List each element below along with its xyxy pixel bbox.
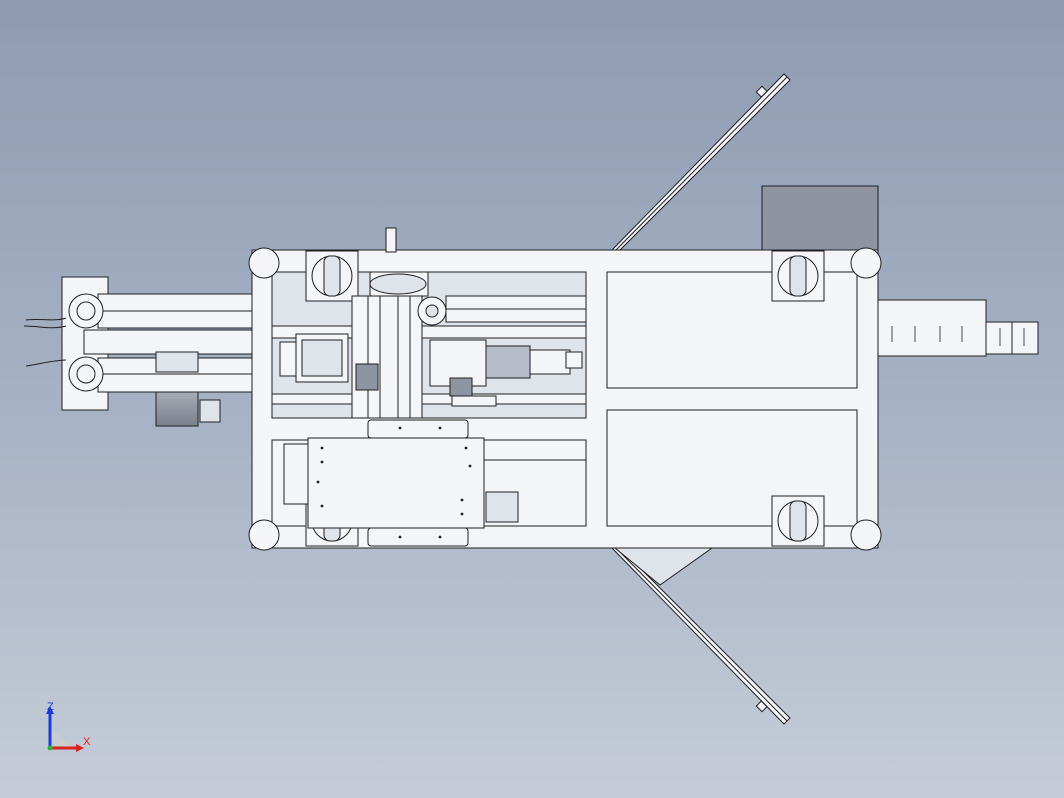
z-axis-label: Z bbox=[47, 701, 54, 713]
diagonal-rail-lower bbox=[608, 545, 791, 725]
corner-pad-br bbox=[850, 519, 882, 551]
corner-pad-tl bbox=[248, 247, 280, 279]
bolt-holes bbox=[316, 426, 472, 539]
origin-dot-icon bbox=[47, 745, 53, 751]
caster-wheel-tr bbox=[771, 250, 825, 302]
cylinder-actuator bbox=[429, 339, 583, 407]
caster-wheel-br bbox=[771, 495, 825, 547]
linear-slide-assembly bbox=[271, 227, 587, 419]
triad-origin-plane bbox=[50, 726, 72, 748]
corner-pad-bl bbox=[248, 519, 280, 551]
motor-housing-box bbox=[761, 185, 879, 251]
output-chute bbox=[877, 299, 1039, 357]
corner-pad-tr bbox=[850, 247, 882, 279]
mounting-plate-center bbox=[283, 419, 485, 547]
bracket-lower-right bbox=[483, 459, 587, 527]
x-axis-label: X bbox=[83, 736, 91, 748]
pulley-roller bbox=[417, 295, 587, 326]
x-arrow-icon bbox=[76, 744, 84, 752]
motor-block-left bbox=[279, 333, 379, 391]
caster-wheel-tl bbox=[305, 250, 359, 302]
left-feeder-arm-lower bbox=[25, 329, 253, 427]
axis-triad: Z X bbox=[46, 701, 91, 752]
z-arrow-icon bbox=[46, 706, 54, 714]
